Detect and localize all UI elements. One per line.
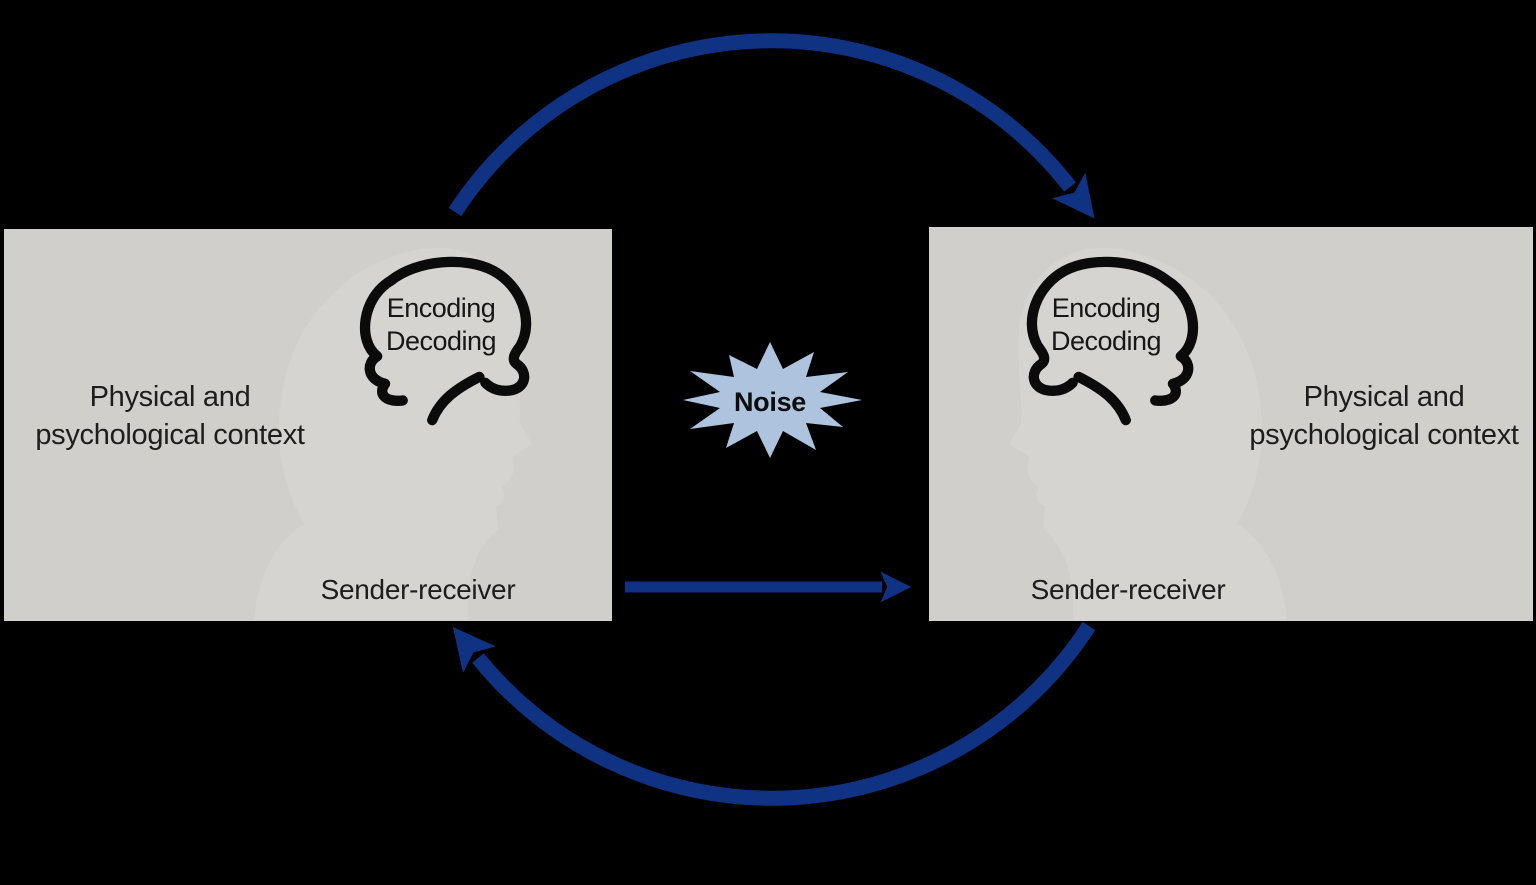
head-silhouette-right bbox=[1009, 248, 1287, 621]
encoding-line: Encoding bbox=[386, 293, 496, 323]
encoding-decoding-label-left: Encoding Decoding bbox=[341, 292, 541, 358]
decoding-line: Decoding bbox=[385, 326, 497, 356]
context-label-left: Physical and psychological context bbox=[10, 378, 330, 454]
context-line1: Physical and bbox=[89, 381, 251, 413]
noise-label: Noise bbox=[733, 387, 807, 417]
context-line1: Physical and bbox=[1303, 381, 1465, 413]
context-label-right: Physical and psychological context bbox=[1224, 378, 1536, 454]
role-label-right: Sender-receiver bbox=[1030, 574, 1226, 605]
decoding-line: Decoding bbox=[1050, 326, 1162, 356]
role-label-left: Sender-receiver bbox=[320, 574, 516, 605]
head-silhouette-left bbox=[254, 248, 532, 621]
encoding-line: Encoding bbox=[1051, 293, 1161, 323]
brain-icon bbox=[360, 256, 532, 426]
feedback-arrow-top bbox=[448, 33, 1095, 219]
left-sender-receiver-box bbox=[4, 229, 612, 621]
brain-icon-mirrored bbox=[1026, 256, 1198, 426]
context-line2: psychological context bbox=[35, 419, 305, 451]
right-sender-receiver-box bbox=[929, 227, 1533, 621]
context-line2: psychological context bbox=[1249, 419, 1519, 451]
feedback-arrow-bottom bbox=[452, 621, 1096, 806]
encoding-decoding-label-right: Encoding Decoding bbox=[1006, 292, 1206, 358]
